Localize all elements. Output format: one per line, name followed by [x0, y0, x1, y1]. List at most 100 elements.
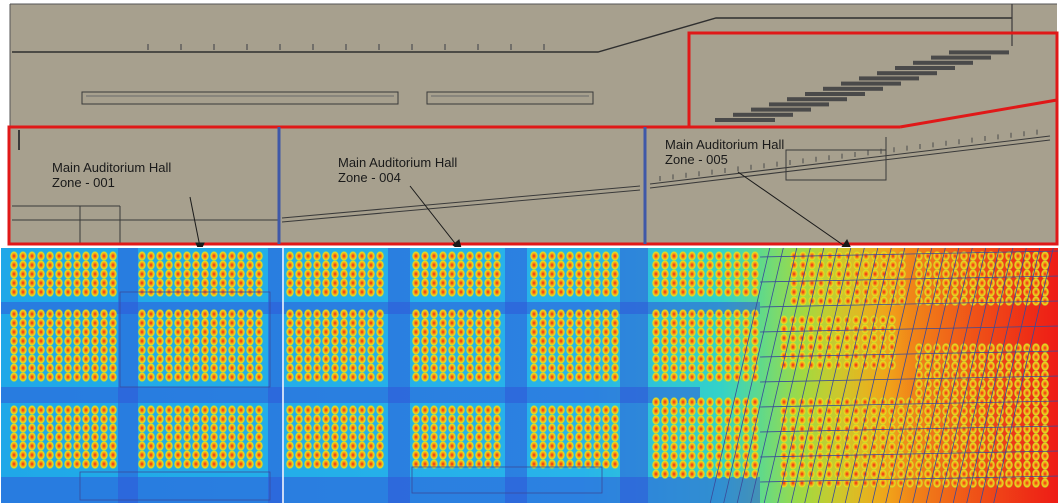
seat-hotspot: [592, 431, 602, 443]
seat-hotspot: [294, 344, 304, 356]
seat-hotspot: [164, 422, 174, 434]
seat-hotspot: [669, 353, 679, 365]
seat-hotspot: [182, 344, 192, 356]
seat-hotspot: [200, 317, 210, 329]
seat-hotspot: [1013, 441, 1023, 453]
seat-hotspot: [660, 414, 670, 426]
seat-hotspot: [678, 326, 688, 338]
seat-hotspot: [750, 259, 760, 271]
seat-hotspot: [348, 308, 358, 320]
seat-hotspot: [851, 423, 861, 435]
seat-hotspot: [1031, 432, 1041, 444]
seat-hotspot: [254, 440, 264, 452]
seat-hotspot: [565, 404, 575, 416]
seat-hotspot: [182, 431, 192, 443]
seat-hotspot: [986, 477, 996, 489]
seat-hotspot: [977, 351, 987, 363]
seat-hotspot: [897, 286, 907, 298]
seat-hotspot: [610, 431, 620, 443]
seat-hotspot: [574, 268, 584, 280]
seat-hotspot: [456, 268, 466, 280]
seat-hotspot: [348, 458, 358, 470]
seat-hotspot: [465, 404, 475, 416]
seat-hotspot: [492, 422, 502, 434]
seat-hotspot: [81, 431, 91, 443]
seat-hotspot: [687, 468, 697, 480]
stair-step: [913, 60, 973, 65]
seat-hotspot: [592, 286, 602, 298]
seat-hotspot: [173, 431, 183, 443]
seat-hotspot: [592, 404, 602, 416]
seat-hotspot: [465, 317, 475, 329]
seat-hotspot: [438, 449, 448, 461]
seat-hotspot: [164, 371, 174, 383]
grid-line: [979, 247, 1041, 504]
seat-hotspot: [429, 362, 439, 374]
seat-hotspot: [321, 362, 331, 374]
seat-hotspot: [1004, 342, 1014, 354]
seat-hotspot: [1022, 369, 1032, 381]
seat-hotspot: [574, 277, 584, 289]
seat-hotspot: [592, 250, 602, 262]
seat-hotspot: [164, 277, 174, 289]
seat-hotspot: [878, 314, 888, 326]
seat-hotspot: [879, 259, 889, 271]
seat-hotspot: [601, 317, 611, 329]
seat-hotspot: [9, 413, 19, 425]
seat-hotspot: [63, 268, 73, 280]
seat-hotspot: [878, 341, 888, 353]
seat-hotspot: [869, 359, 879, 371]
seat-hotspot: [321, 371, 331, 383]
seat-hotspot: [723, 396, 733, 408]
seat-hotspot: [81, 326, 91, 338]
seat-hotspot: [986, 295, 996, 307]
seat-hotspot: [547, 268, 557, 280]
seat-hotspot: [959, 259, 969, 271]
seat-hotspot: [411, 422, 421, 434]
seat-hotspot: [36, 344, 46, 356]
grid-line: [736, 247, 798, 504]
seat-hotspot: [465, 362, 475, 374]
seat-hotspot: [705, 250, 715, 262]
grid-line: [759, 375, 1059, 383]
seat-hotspot: [1040, 369, 1050, 381]
seat-hotspot: [182, 335, 192, 347]
seat-hotspot: [529, 362, 539, 374]
seat-hotspot: [977, 405, 987, 417]
seat-hotspot: [833, 341, 843, 353]
seat-hotspot: [245, 344, 255, 356]
seat-hotspot: [9, 317, 19, 329]
seat-hotspot: [815, 414, 825, 426]
seat-hotspot: [312, 250, 322, 262]
seat-hotspot: [330, 440, 340, 452]
seat-hotspot: [447, 286, 457, 298]
seat-hotspot: [200, 371, 210, 383]
seat-hotspot: [741, 268, 751, 280]
seat-hotspot: [438, 353, 448, 365]
seat-hotspot: [447, 449, 457, 461]
seat-hotspot: [714, 353, 724, 365]
seat-hotspot: [72, 458, 82, 470]
seat-hotspot: [90, 431, 100, 443]
seat-hotspot: [54, 362, 64, 374]
seat-hotspot: [312, 404, 322, 416]
seat-hotspot: [741, 423, 751, 435]
seat-hotspot: [200, 422, 210, 434]
seat-hotspot: [90, 413, 100, 425]
seat-hotspot: [357, 413, 367, 425]
seat-hotspot: [824, 468, 834, 480]
seat-hotspot: [824, 414, 834, 426]
seat-hotspot: [236, 449, 246, 461]
seat-hotspot: [155, 422, 165, 434]
seat-hotspot: [1040, 450, 1050, 462]
seat-hotspot: [669, 423, 679, 435]
seat-hotspot: [583, 326, 593, 338]
seat-hotspot: [574, 440, 584, 452]
seat-hotspot: [660, 317, 670, 329]
seat-hotspot: [375, 458, 385, 470]
seat-hotspot: [173, 458, 183, 470]
seat-hotspot: [825, 259, 835, 271]
seat-hotspot: [254, 458, 264, 470]
seat-hotspot: [807, 286, 817, 298]
seat-hotspot: [669, 405, 679, 417]
